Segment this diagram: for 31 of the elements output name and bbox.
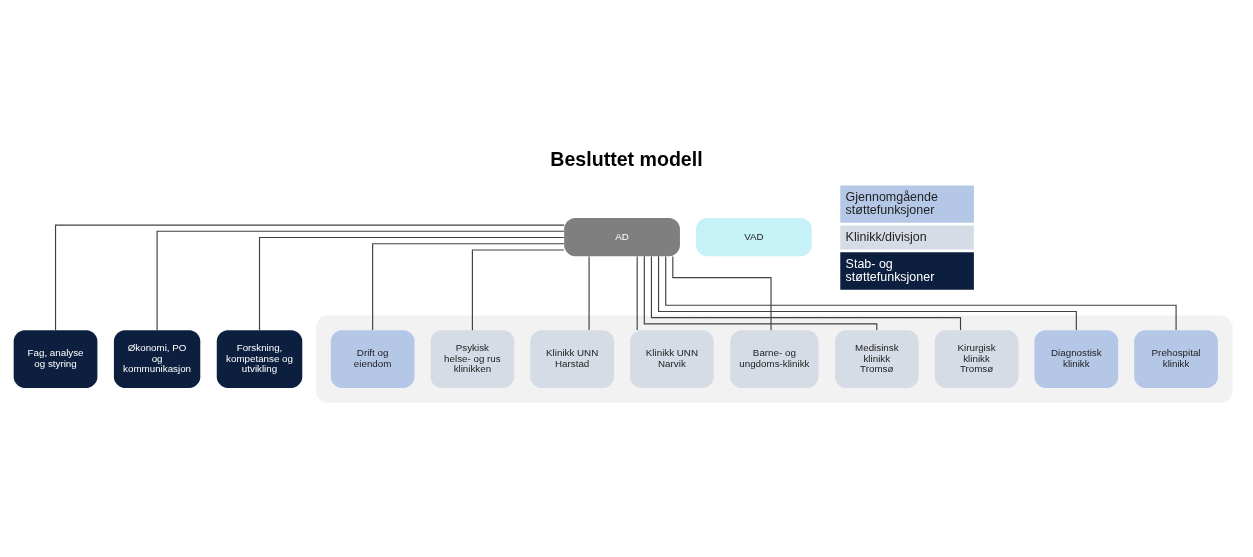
connector [658,255,1077,331]
connector [54,224,565,331]
node-box: Økonomi, PO og kommunikasjon [113,330,201,389]
node-box: Kirurgisk klinikk Tromsø [934,330,1019,389]
node-box: Barne- og ungdoms-klinikk [730,330,819,389]
connector [372,243,565,331]
diagram-title: Besluttet modell [550,147,703,170]
connector [588,255,590,331]
connector [643,255,878,331]
legend-label: Gjennomgående støttefunksjoner [845,189,938,218]
node-box: Drift og eiendom [330,330,415,389]
node-box: Prehospital klinikk [1134,330,1218,389]
connector [156,230,565,331]
node-box: Psykisk helse- og rus klinikken [430,330,515,389]
connector [471,249,565,331]
connector [665,255,1177,331]
node-box: Forskning, kompetanse og utvikling [216,330,303,389]
node-box: Fag, analyse og styring [13,330,98,389]
connector [636,255,638,331]
node-box: Klinikk UNN Narvik [630,330,714,389]
node-box: VAD [696,217,812,257]
legend-label: Stab- og støttefunksjoner [845,256,935,284]
connector [258,236,565,331]
node-box: Klinikk UNN Harstad [530,330,615,389]
connector [650,256,962,331]
node-box: AD [564,217,680,257]
legend-label: Klinikk/divisjon [845,229,927,244]
connector [672,255,772,331]
node-box: Diagnostisk klinikk [1034,330,1119,389]
node-box: Medisinsk klinikk Tromsø [834,330,919,389]
cluster [316,315,1233,403]
